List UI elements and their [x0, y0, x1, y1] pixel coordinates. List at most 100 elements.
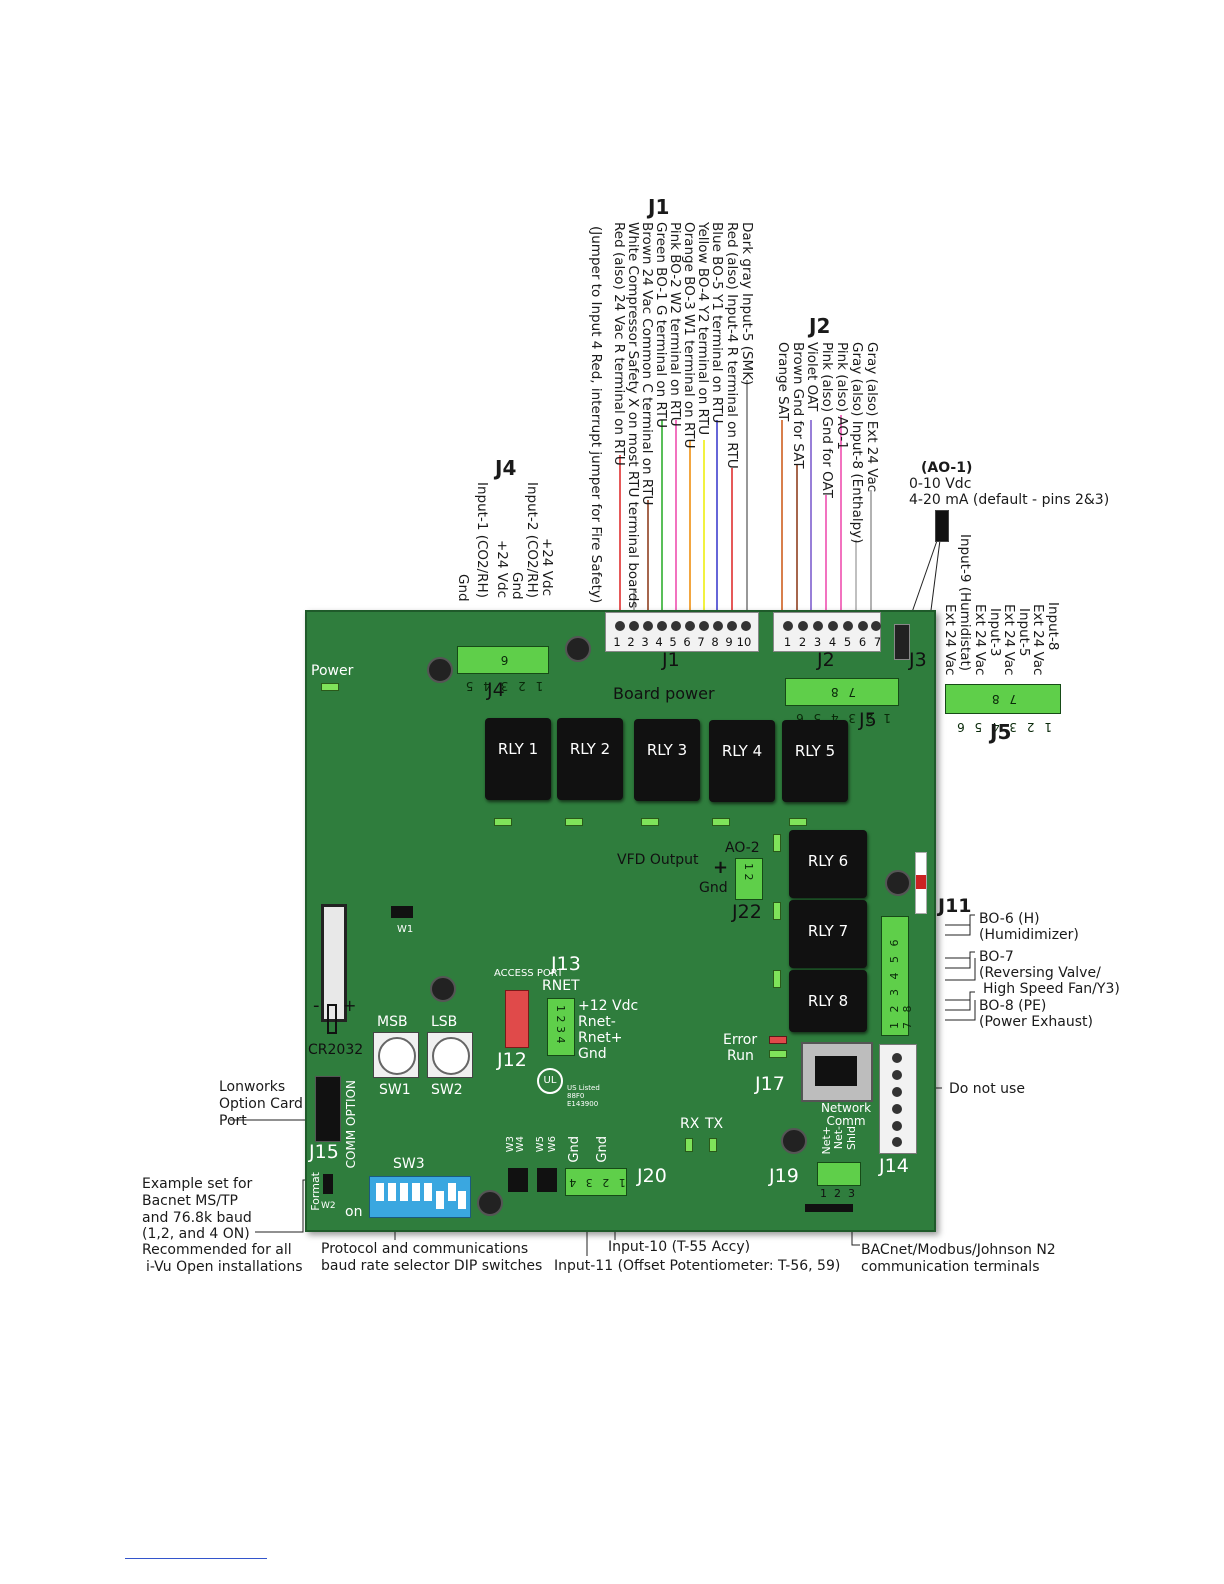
w6-label: W6	[547, 1136, 558, 1153]
j1-wire-label-6: Pink BO-2 W2 terminal on RTU	[667, 222, 684, 427]
j3-header	[894, 624, 910, 660]
ao2-label: AO-2	[725, 840, 760, 856]
j13-line-2: Rnet-	[578, 1014, 616, 1030]
access-port-label: ACCESS PORT	[494, 968, 564, 979]
j19-label: J19	[769, 1165, 799, 1187]
j2-pin-5: 5	[843, 635, 852, 649]
vfd-output-label: VFD Output	[617, 852, 699, 868]
power-led	[321, 683, 339, 691]
mount-hole	[565, 636, 591, 662]
w1-label: W1	[397, 924, 414, 935]
ao2-gnd-label: Gnd	[699, 880, 728, 896]
j11-terminal: 1 2 3 4 5 6 7 8	[881, 916, 914, 1036]
j20-pins: 1 2 3 4	[566, 1176, 626, 1189]
bo6-desc: (Humidimizer)	[979, 927, 1079, 943]
w3-w4-jumpers	[508, 1168, 528, 1192]
j2-pin-3: 3	[813, 635, 822, 649]
bacnet-line-2: communication terminals	[861, 1259, 1040, 1275]
relay-5: RLY 5	[782, 720, 848, 802]
example-line-3: and 76.8k baud	[142, 1210, 252, 1226]
network-comm-label: Network Comm	[820, 1101, 872, 1128]
j2-pin-4: 4	[828, 635, 837, 649]
j22-terminal: 1 2	[735, 858, 763, 900]
bo7-label: BO-7	[979, 949, 1014, 965]
sw3-dip-switch[interactable]	[369, 1176, 471, 1218]
relay-8-led	[773, 970, 781, 988]
j2-pin-1: 1	[783, 635, 792, 649]
protocol-line-2: baud rate selector DIP switches	[321, 1258, 543, 1274]
bacnet-line-1: BACnet/Modbus/Johnson N2	[861, 1242, 1056, 1258]
j5-wire-label-8: Ext 24 Vac	[942, 604, 959, 676]
j4-title: J4	[495, 456, 517, 480]
j1-pin-3: 3	[641, 635, 649, 649]
j14-label: J14	[879, 1155, 909, 1177]
j20-gnd-a: Gnd	[567, 1136, 582, 1163]
j1-pin-4: 4	[655, 635, 663, 649]
j20-label: J20	[637, 1165, 667, 1187]
j13-terminal: 1 2 3 4	[547, 998, 575, 1056]
j1-pin-7: 7	[697, 635, 705, 649]
battery-minus: -	[313, 995, 320, 1016]
j1-pin-1: 1	[613, 635, 621, 649]
power-label: Power	[311, 663, 354, 679]
j5-wire-label-4: Ext 24 Vac	[1001, 604, 1018, 676]
j2-wire-label-1: Gray (also) Ext 24 Vac	[864, 342, 881, 493]
battery-holder	[321, 904, 347, 1022]
relay-4: RLY 4	[709, 720, 775, 802]
sw1-rotary-switch[interactable]	[373, 1032, 419, 1078]
j12-access-port[interactable]	[505, 990, 529, 1048]
j5-wire-label-2: Ext 24 Vac	[1030, 604, 1047, 676]
j2-pin-7: 7	[873, 635, 882, 649]
tx-label: TX	[705, 1116, 724, 1132]
j1-wire-label-3: Blue BO-5 Y1 terminal on RTU	[709, 222, 726, 424]
w2-jumper	[323, 1174, 333, 1194]
j1-pin-8: 8	[711, 635, 719, 649]
w4-label: W4	[515, 1136, 526, 1153]
sw2-rotary-switch[interactable]	[427, 1032, 473, 1078]
j17-network-jack[interactable]	[801, 1042, 873, 1102]
error-led	[769, 1036, 787, 1044]
relay-2: RLY 2	[557, 718, 623, 800]
relay-7-led	[773, 902, 781, 920]
comm-option-port[interactable]	[315, 1076, 341, 1142]
rx-led	[685, 1138, 693, 1152]
relay-2-led	[565, 818, 583, 826]
input-11-label: Input-11 (Offset Potentiometer: T-56, 59…	[554, 1258, 841, 1274]
mount-hole	[477, 1190, 503, 1216]
j1-pin-2: 2	[627, 635, 635, 649]
footer-rule	[125, 1558, 267, 1559]
j12-label: J12	[497, 1049, 527, 1071]
j5-board-label: J5	[859, 709, 877, 731]
do-not-use-label: Do not use	[949, 1081, 1025, 1097]
ul-listing: US Listed 88F0 E143900	[567, 1084, 600, 1108]
relay-6-led	[773, 834, 781, 852]
example-line-2: Bacnet MS/TP	[142, 1193, 238, 1209]
mount-hole	[430, 976, 456, 1002]
j2-wire-label-3: Pink (also) AO-1	[834, 342, 851, 450]
j22-label: J22	[732, 901, 762, 923]
msb-label: MSB	[377, 1014, 408, 1030]
j19-pin-3: 3	[848, 1187, 855, 1200]
j5-wire-label-3: Input-5	[1016, 608, 1033, 657]
ao1-voltage: 0-10 Vdc	[909, 476, 972, 492]
example-line-1: Example set for	[142, 1176, 253, 1192]
cr2032-label: CR2032	[308, 1042, 364, 1058]
run-led	[769, 1050, 787, 1058]
j17-label: J17	[755, 1073, 785, 1095]
j2-wire-label-6: Brown Gnd for SAT	[790, 342, 807, 469]
j2-wire-label-2: Gray (also) Input-8 (Enthalpy)	[849, 342, 866, 544]
ao1-jumper	[935, 510, 949, 542]
sw1-label: SW1	[379, 1082, 411, 1098]
j1-wire-label-4: Yellow BO-4 Y2 terminal on RTU	[695, 222, 712, 436]
ao1-current: 4-20 mA (default - pins 2&3)	[909, 492, 1110, 508]
j4-wire-label-5: Input-1 (CO2/RH)	[474, 482, 491, 598]
j1-wire-label-8: Brown 24 Vac Common C terminal on RTU	[639, 222, 656, 506]
relay-6: RLY 6	[789, 830, 867, 898]
relay-8: RLY 8	[789, 970, 867, 1032]
j4-wire-label-4: +24 Vdc	[494, 540, 511, 599]
j5-wire-label-6: Ext 24 Vac	[972, 604, 989, 676]
j1-pin-5: 5	[669, 635, 677, 649]
lsb-label: LSB	[431, 1014, 458, 1030]
input-10-label: Input-10 (T-55 Accy)	[608, 1239, 751, 1255]
